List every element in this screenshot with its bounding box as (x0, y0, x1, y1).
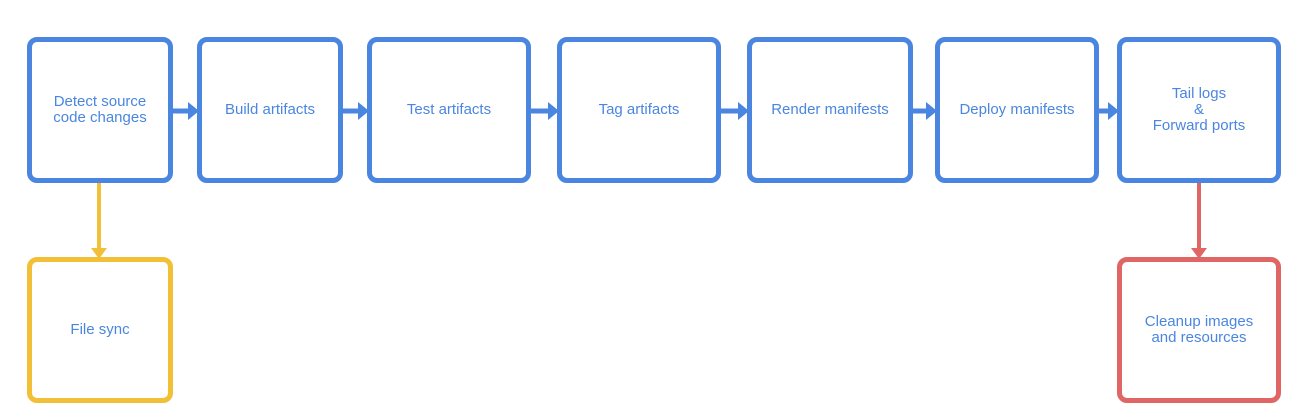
arrow-detect-to-build (171, 102, 199, 120)
node-label: Test artifacts (406, 101, 492, 118)
node-cleanup-images-and-resources: Cleanup images and resources (1117, 257, 1281, 403)
arrow-detect-to-filesync (91, 181, 107, 259)
arrow-tag-to-render (719, 102, 749, 120)
node-label: Build artifacts (224, 101, 316, 118)
node-label: Deploy manifests (959, 101, 1075, 118)
node-build-artifacts: Build artifacts (197, 37, 343, 183)
arrow-head (738, 102, 749, 120)
arrow-head (548, 102, 559, 120)
arrow-test-to-tag (529, 102, 559, 120)
node-label: Detect source code changes (53, 93, 147, 126)
node-test-artifacts: Test artifacts (367, 37, 531, 183)
arrow-head (1108, 102, 1119, 120)
arrow-deploy-to-tail (1097, 102, 1119, 120)
arrow-head (1191, 248, 1207, 259)
arrow-head (926, 102, 937, 120)
node-label: File sync (70, 321, 130, 338)
node-tag-artifacts: Tag artifacts (557, 37, 721, 183)
node-label: Cleanup images and resources (1144, 313, 1254, 346)
node-tail-logs-forward-ports: Tail logs & Forward ports (1117, 37, 1281, 183)
arrow-head (188, 102, 199, 120)
arrow-head (358, 102, 369, 120)
node-label: Tail logs & Forward ports (1152, 85, 1246, 134)
node-label: Render manifests (771, 101, 889, 118)
arrow-head (91, 248, 107, 259)
node-label: Tag artifacts (598, 101, 680, 118)
arrow-tail-to-cleanup (1191, 181, 1207, 259)
node-render-manifests: Render manifests (747, 37, 913, 183)
node-detect-source-code-changes: Detect source code changes (27, 37, 173, 183)
node-deploy-manifests: Deploy manifests (935, 37, 1099, 183)
arrow-build-to-test (341, 102, 369, 120)
node-file-sync: File sync (27, 257, 173, 403)
arrow-render-to-deploy (911, 102, 937, 120)
